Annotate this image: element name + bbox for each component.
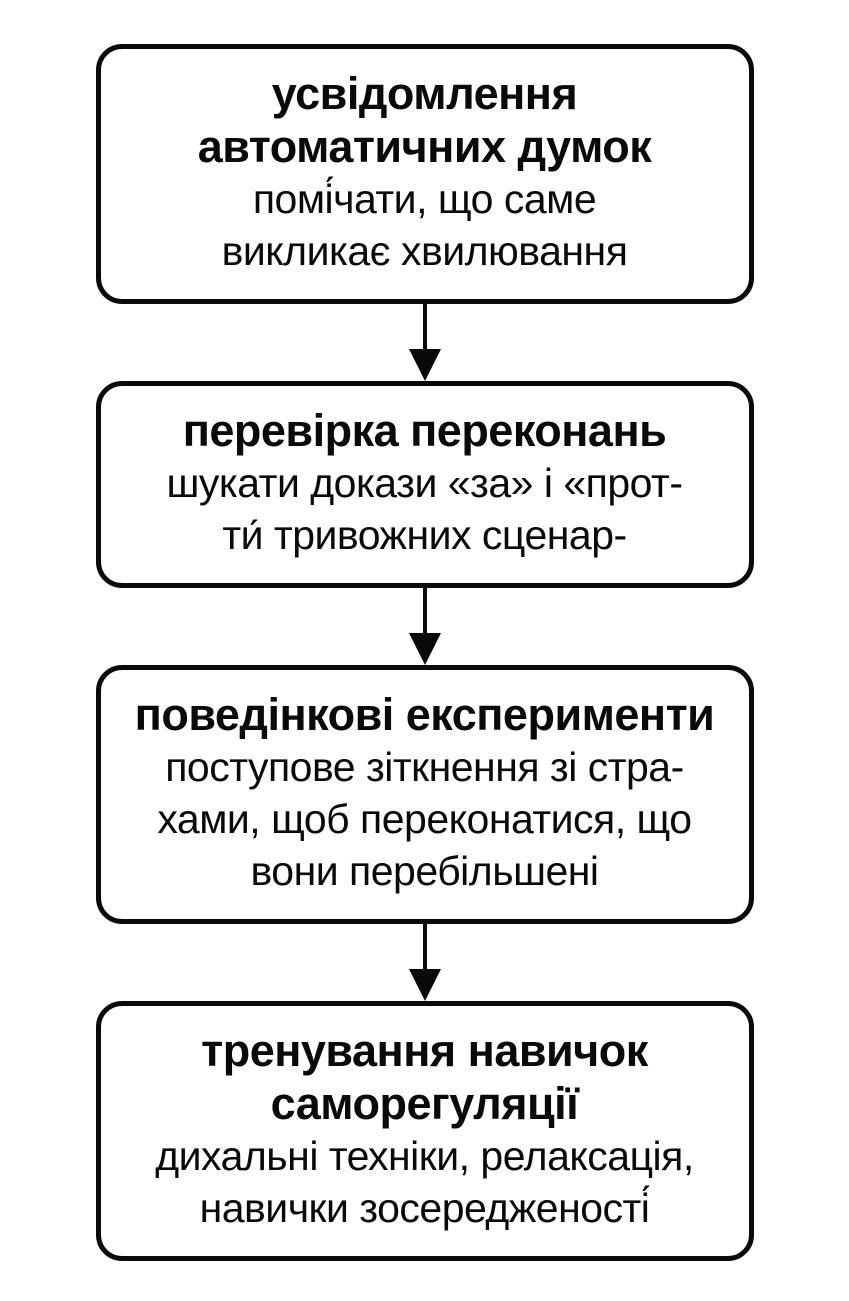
step-title: поведінкові експерименти	[134, 689, 715, 740]
step-description: дихальні техніки, релаксація, навички зо…	[155, 1133, 694, 1231]
step-title: усвідомлення автоматичних думок	[197, 68, 652, 172]
arrow-head	[408, 349, 441, 381]
flow-step-behavioral-experiments: поведінкові експерименти поступове зіткн…	[95, 665, 754, 924]
arrow-head	[408, 969, 441, 1001]
arrow-shaft	[422, 588, 427, 634]
step-description: поступове зіткнення зі стра- хами, щоб п…	[157, 744, 692, 894]
flow-step-belief-check: перевірка переконань шукати докази «за» …	[95, 381, 754, 588]
step-title: тренування навичок саморегуляції	[201, 1025, 648, 1129]
arrow-down-icon	[408, 924, 441, 1001]
flowchart: усвідомлення автоматичних думок помі́чат…	[95, 44, 754, 1261]
arrow-down-icon	[408, 588, 441, 665]
flow-step-self-regulation: тренування навичок саморегуляції дихальн…	[95, 1001, 754, 1261]
arrow-head	[408, 633, 441, 665]
flow-step-awareness: усвідомлення автоматичних думок помі́чат…	[95, 44, 754, 304]
step-description: шукати докази «за» і «прот- ти́ тривожни…	[166, 460, 683, 558]
step-title: перевірка переконань	[182, 405, 667, 456]
step-description: помі́чати, що саме викликає хвилювання	[221, 176, 628, 274]
arrow-down-icon	[408, 304, 441, 381]
arrow-shaft	[422, 304, 427, 350]
arrow-shaft	[422, 924, 427, 970]
